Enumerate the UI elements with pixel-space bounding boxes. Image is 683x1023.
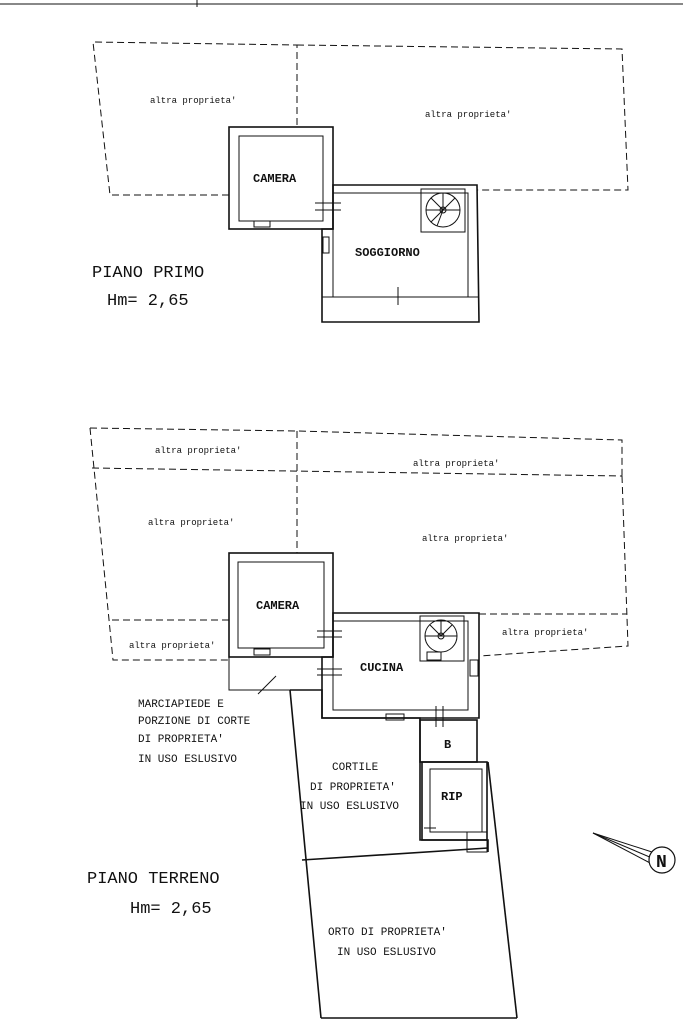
- floor-height-first: Hm= 2,65: [107, 292, 189, 311]
- neighbor-boundary-left: [92, 41, 298, 196]
- neighbor-label: altra proprieta': [422, 534, 508, 544]
- room-label-camera: CAMERA: [256, 599, 300, 613]
- window: [322, 236, 330, 254]
- neighbor-label: altra proprieta': [155, 446, 241, 456]
- room-label-cucina: CUCINA: [360, 661, 404, 675]
- lot-boundary-left: [289, 689, 322, 1019]
- window: [469, 659, 479, 677]
- sidewalk-note-line: IN USO ESLUSIVO: [138, 754, 237, 766]
- neighbor-boundary: [89, 427, 229, 661]
- neighbor-label: altra proprieta': [425, 110, 511, 120]
- room-label-soggiorno: SOGGIORNO: [355, 246, 420, 260]
- courtyard-note-line: IN USO ESLUSIVO: [300, 801, 399, 813]
- north-arrow-label: N: [656, 853, 667, 873]
- neighbor-label: altra proprieta': [413, 459, 499, 469]
- north-arrow-icon: N: [592, 832, 676, 874]
- room-soggiorno-inner: [332, 192, 469, 298]
- neighbor-label: altra proprieta': [129, 641, 215, 651]
- courtyard-note-line: DI PROPRIETA': [310, 782, 396, 794]
- courtyard-note-line: CORTILE: [332, 762, 379, 774]
- leader-line: [257, 675, 277, 695]
- room-camera-inner: [238, 135, 324, 222]
- floor-title-ground: PIANO TERRENO: [87, 870, 220, 889]
- neighbor-label: altra proprieta': [150, 96, 236, 106]
- courtyard-boundary: [290, 689, 489, 852]
- window: [385, 713, 405, 721]
- neighbor-boundary: [478, 475, 629, 657]
- neighbor-label: altra proprieta': [502, 628, 588, 638]
- sidewalk-note-line: MARCIAPIEDE E: [138, 699, 224, 711]
- window: [253, 648, 271, 656]
- sidewalk-area: [228, 656, 323, 691]
- room-cucina-inner: [332, 620, 469, 711]
- garden-note-line: IN USO ESLUSIVO: [337, 947, 436, 959]
- window: [253, 220, 271, 228]
- window: [466, 831, 488, 853]
- neighbor-boundary: [89, 427, 623, 476]
- spiral-stair-icon: [420, 188, 466, 233]
- sidewalk-note-line: DI PROPRIETA': [138, 734, 224, 746]
- ground-floor-plan: altra proprieta' altra proprieta' altra …: [87, 427, 629, 1019]
- garden-note-line: ORTO DI PROPRIETA': [328, 927, 447, 939]
- room-camera-inner: [237, 561, 325, 649]
- room-label-rip: RIP: [441, 790, 463, 804]
- sidewalk-note-line: PORZIONE DI CORTE: [138, 716, 251, 728]
- lot-boundary-right: [487, 761, 518, 1019]
- floor-title-first: PIANO PRIMO: [92, 264, 204, 283]
- neighbor-boundary: [91, 467, 623, 477]
- floor-height-ground: Hm= 2,65: [130, 900, 212, 919]
- neighbor-label: altra proprieta': [148, 518, 234, 528]
- room-label-bagno: B: [444, 738, 451, 752]
- first-floor-plan: altra proprieta' altra proprieta' CAMERA…: [92, 41, 629, 323]
- neighbor-boundary-right: [296, 44, 629, 191]
- room-camera-outline: [228, 126, 334, 230]
- courtyard-garden-divider: [301, 847, 489, 861]
- room-rip-inner: [429, 768, 483, 833]
- room-label-camera: CAMERA: [253, 172, 297, 186]
- spiral-stair-icon: [419, 615, 465, 662]
